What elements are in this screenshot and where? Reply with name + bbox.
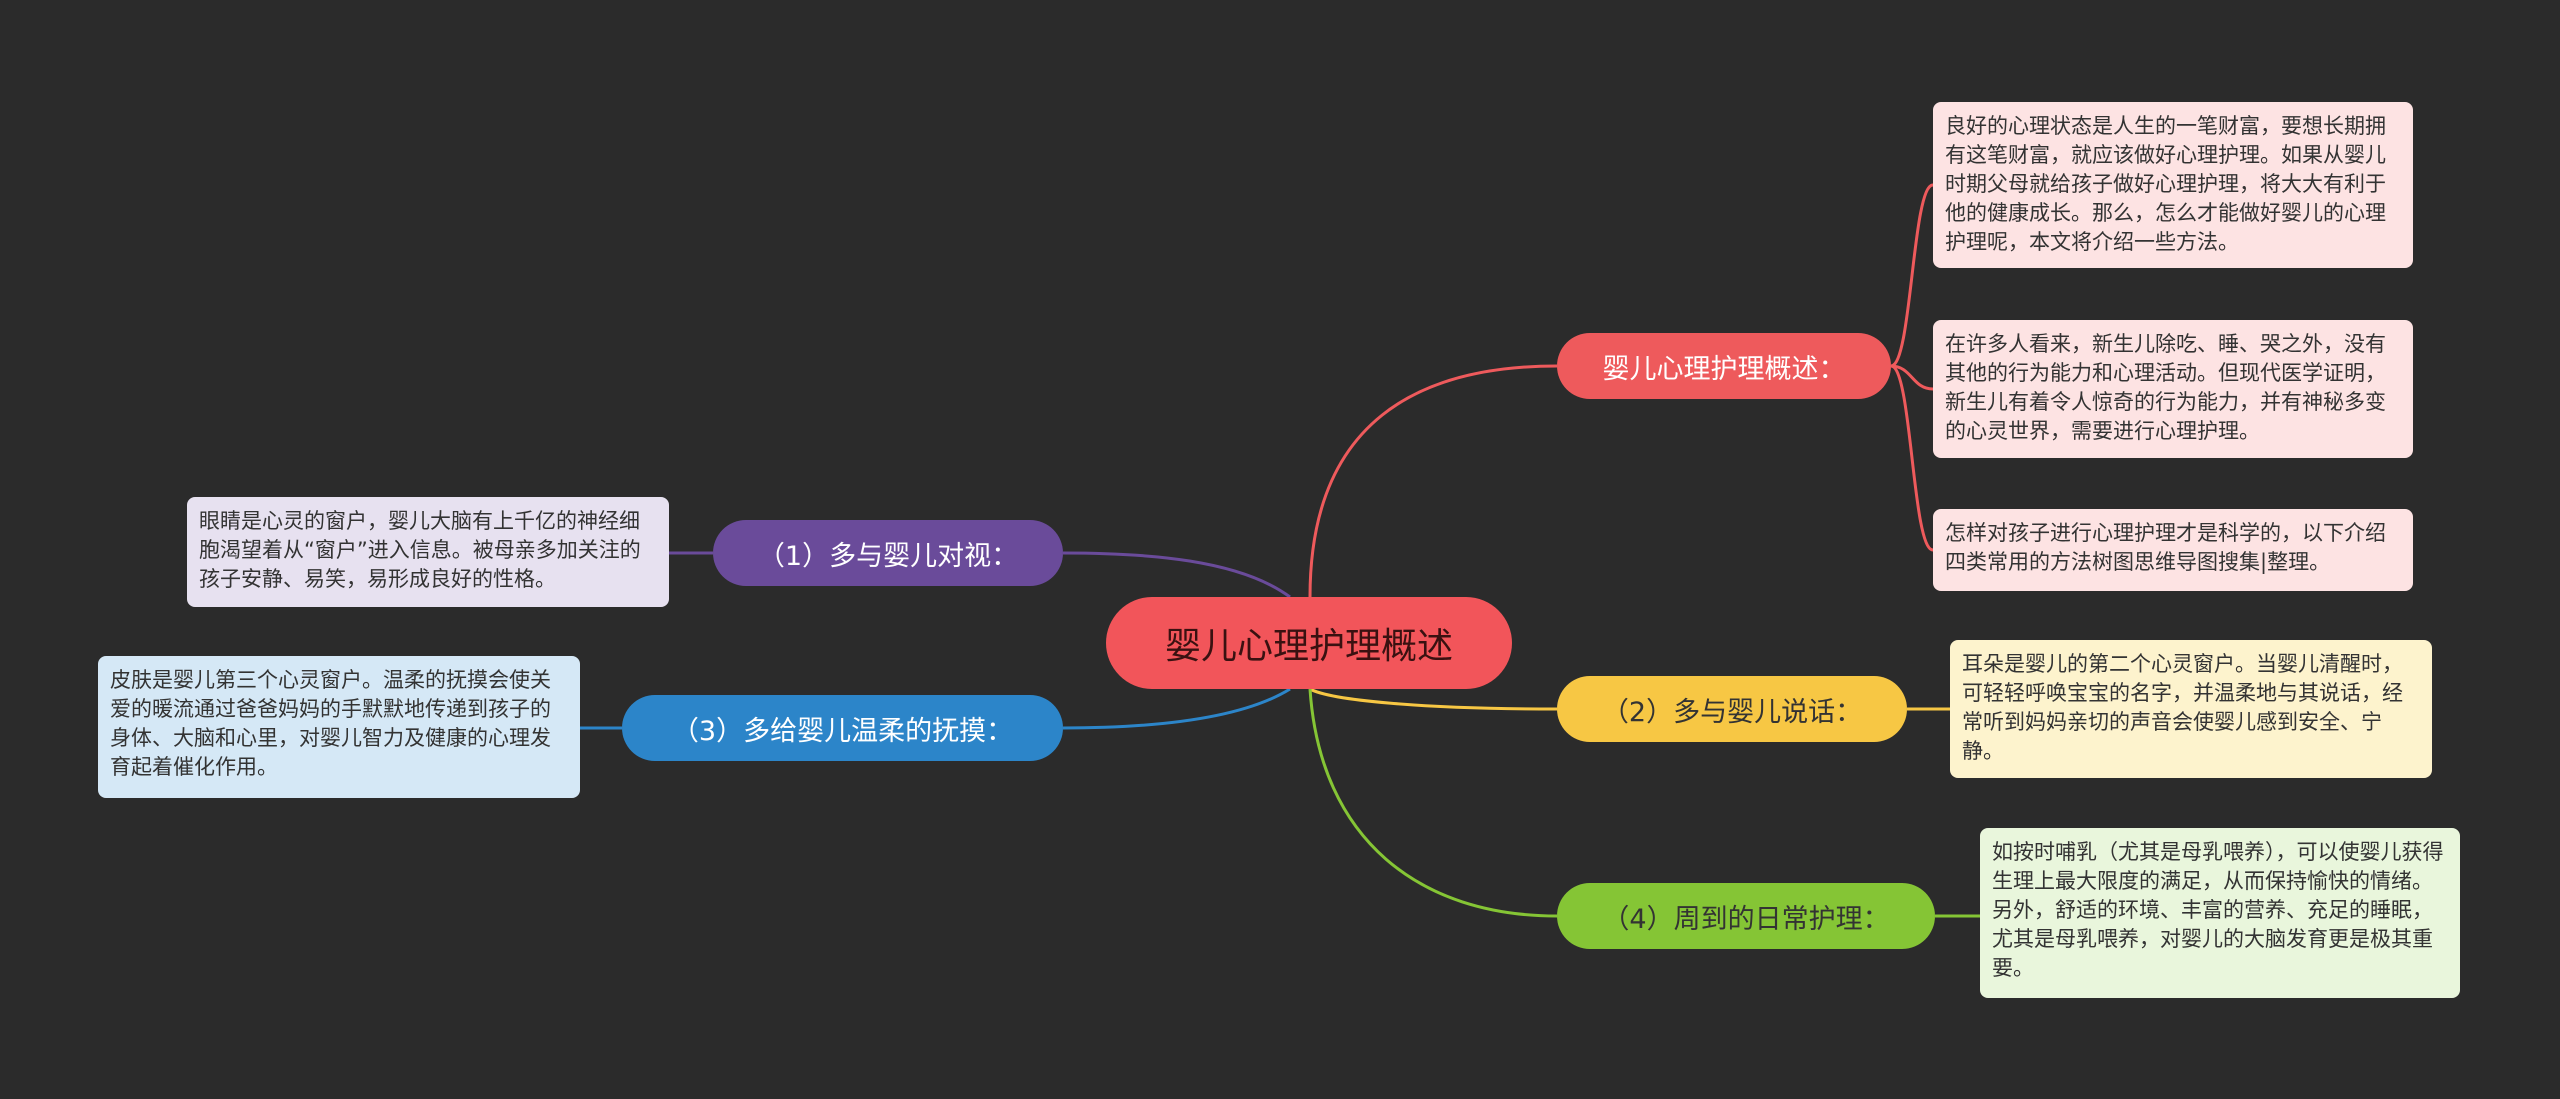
branch-talk-to-baby[interactable]: （2）多与婴儿说话： bbox=[1557, 676, 1907, 742]
leaf-gentle-touch[interactable]: 皮肤是婴儿第三个心灵窗户。温柔的抚摸会使关爱的暖流通过爸爸妈妈的手默默地传递到孩… bbox=[98, 656, 580, 798]
leaf-care[interactable]: 如按时哺乳（尤其是母乳喂养），可以使婴儿获得生理上最大限度的满足，从而保持愉快的… bbox=[1980, 828, 2460, 998]
branch-eye-contact[interactable]: （1）多与婴儿对视： bbox=[713, 520, 1063, 586]
link-overview-leaf-1 bbox=[1890, 183, 1934, 368]
leaf-eye-contact[interactable]: 眼睛是心灵的窗户，婴儿大脑有上千亿的神经细胞渴望着从“窗户”进入信息。被母亲多加… bbox=[187, 497, 669, 607]
link-care bbox=[1308, 688, 1558, 918]
branch-daily-care[interactable]: （4）周到的日常护理： bbox=[1557, 883, 1935, 949]
branch-gentle-touch[interactable]: （3）多给婴儿温柔的抚摸： bbox=[622, 695, 1063, 761]
leaf-overview-2[interactable]: 在许多人看来，新生儿除吃、睡、哭之外，没有其他的行为能力和心理活动。但现代医学证… bbox=[1933, 320, 2413, 458]
link-overview bbox=[1308, 364, 1558, 598]
leaf-overview-1[interactable]: 良好的心理状态是人生的一笔财富，要想长期拥有这笔财富，就应该做好心理护理。如果从… bbox=[1933, 102, 2413, 268]
link-look bbox=[1062, 551, 1291, 599]
root-node[interactable]: 婴儿心理护理概述 bbox=[1106, 597, 1512, 689]
leaf-talk[interactable]: 耳朵是婴儿的第二个心灵窗户。当婴儿清醒时，可轻轻呼唤宝宝的名字，并温柔地与其说话… bbox=[1950, 640, 2432, 778]
link-touch bbox=[1062, 687, 1291, 730]
link-overview-leaf-3 bbox=[1890, 364, 1934, 552]
link-talk bbox=[1309, 687, 1558, 711]
link-overview-leaf-2 bbox=[1890, 364, 1934, 391]
leaf-overview-3[interactable]: 怎样对孩子进行心理护理才是科学的，以下介绍四类常用的方法树图思维导图搜集|整理。 bbox=[1933, 509, 2413, 591]
branch-overview[interactable]: 婴儿心理护理概述： bbox=[1557, 333, 1891, 399]
